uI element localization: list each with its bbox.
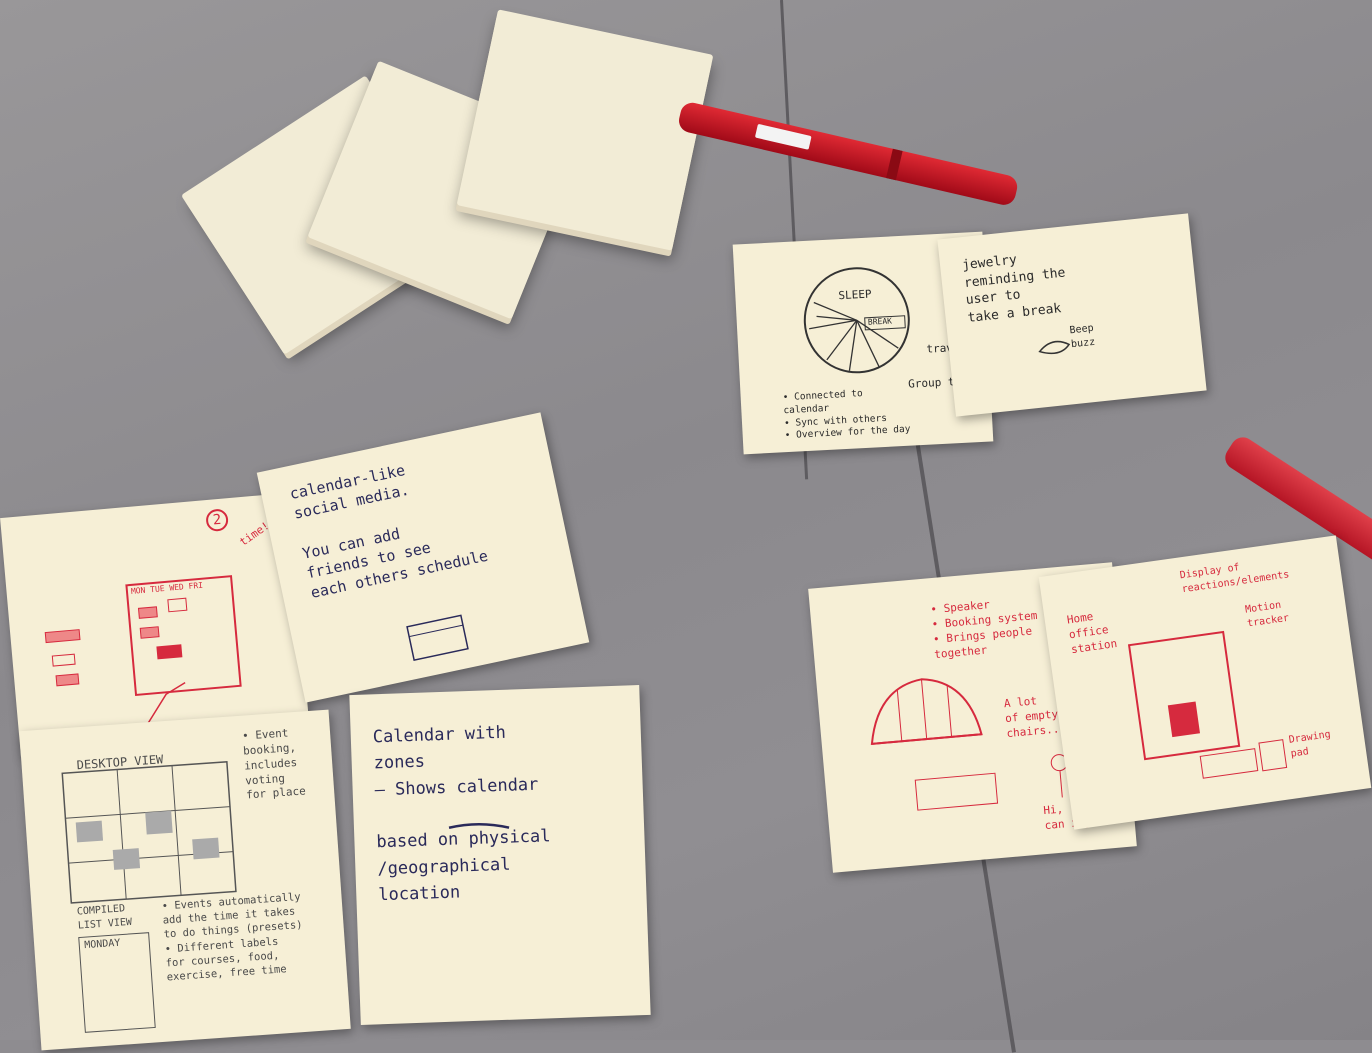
desktop-grid-icon [61, 760, 237, 1033]
note-desktop[interactable]: DESKTOP VIEW • Event booking, includes v… [19, 709, 351, 1051]
clock-list: • Connected to calendar • Sync with othe… [782, 388, 911, 442]
note-jewelry[interactable]: jewelry reminding the user to take a bre… [937, 213, 1207, 417]
note-zones[interactable]: Calendar with zones — Shows calendar bas… [349, 685, 651, 1025]
speaker-empty: A lot of empty chairs.. [1003, 694, 1060, 740]
note-office[interactable]: Home office station Display of reactions… [1038, 535, 1372, 830]
speaker-text: • Speaker • Booking system • Brings peop… [929, 598, 1038, 661]
desktop-side: • Event booking, includes voting for pla… [241, 726, 307, 802]
desktop-bullets: • Events automatically add the time it t… [161, 890, 303, 984]
note-timeline[interactable]: 2 time!!! MON TUE WED FRI [0, 492, 310, 758]
hand-sketch-icon [1038, 340, 1071, 355]
note-social[interactable]: calendar-like social media. You can add … [256, 412, 590, 703]
calendar-sketch-icon [406, 614, 469, 661]
speaker-sketch-icon [870, 678, 1068, 811]
note-speaker[interactable]: • Speaker • Booking system • Brings peop… [808, 562, 1137, 873]
pen-band [886, 148, 903, 181]
desktop-day: MONDAY [83, 937, 121, 952]
timeline-sketch-icon [44, 575, 242, 738]
note-clock[interactable]: SLEEP BREAK travel Group time • Connecte… [732, 231, 994, 455]
desktop-list-title: COMPILED LIST VIEW [76, 903, 133, 932]
clock-title: SLEEP [838, 287, 872, 303]
clock-badge: BREAK [867, 316, 893, 327]
pen-barcode [754, 123, 812, 150]
strikethrough-icon [448, 822, 510, 829]
office-sketch-icon [1127, 630, 1288, 779]
clock-icon [803, 267, 910, 374]
